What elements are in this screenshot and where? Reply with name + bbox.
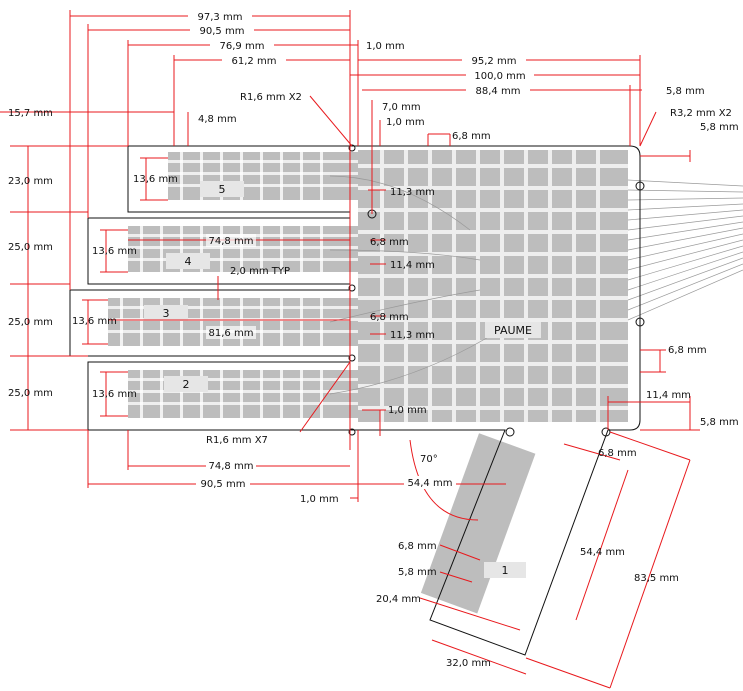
- dim-90-5-top: 90,5 mm: [200, 26, 245, 37]
- dim-radius-1-6-x2: R1,6 mm X2: [240, 92, 302, 103]
- svg-text:2: 2: [183, 378, 190, 391]
- svg-text:4: 4: [185, 255, 192, 268]
- finger-label-3: 3: [144, 305, 188, 321]
- dim-1-0-c: 1,0 mm: [388, 405, 427, 416]
- dim-radius-1-6-x7: R1,6 mm X7: [206, 435, 268, 446]
- palm-label: PAUME: [485, 322, 541, 338]
- svg-text:5: 5: [219, 183, 226, 196]
- dimension-lines: [0, 10, 700, 689]
- dim-5-8-top-right: 5,8 mm: [666, 86, 705, 97]
- dim-6-8-right: 6,8 mm: [668, 345, 707, 356]
- dim-25-0-a: 25,0 mm: [8, 242, 53, 253]
- dim-70-degrees: 70°: [420, 454, 438, 465]
- dim-90-5-bottom: 90,5 mm: [201, 479, 246, 490]
- dim-1-0-b: 1,0 mm: [386, 117, 425, 128]
- dimension-labels: 97,3 mm 90,5 mm 76,9 mm 61,2 mm 1,0 mm 9…: [8, 9, 739, 669]
- dim-11-3-a: 11,3 mm: [390, 187, 435, 198]
- dim-32-0: 32,0 mm: [446, 658, 491, 669]
- svg-text:3: 3: [163, 307, 170, 320]
- svg-text:PAUME: PAUME: [494, 324, 532, 337]
- dim-25-0-c: 25,0 mm: [8, 388, 53, 399]
- dim-1-0-bottom: 1,0 mm: [300, 494, 339, 505]
- dim-76-9: 76,9 mm: [220, 41, 265, 52]
- dim-6-8-b: 6,8 mm: [370, 312, 409, 323]
- dim-1-0-top: 1,0 mm: [366, 41, 405, 52]
- dim-100-0: 100,0 mm: [474, 71, 525, 82]
- sensor-grid: [108, 150, 743, 614]
- dim-20-4: 20,4 mm: [376, 594, 421, 605]
- dim-11-3-b: 11,3 mm: [390, 330, 435, 341]
- finger-label-4: 4: [166, 253, 210, 269]
- dim-2-0-typ: 2,0 mm TYP: [230, 266, 290, 277]
- dim-54-4-b: 54,4 mm: [580, 547, 625, 558]
- dim-74-8-b: 74,8 mm: [209, 461, 254, 472]
- dim-13-6-b: 13,6 mm: [92, 246, 137, 257]
- dim-25-0-b: 25,0 mm: [8, 317, 53, 328]
- dim-83-5: 83,5 mm: [634, 573, 679, 584]
- dim-6-8-top: 6,8 mm: [452, 131, 491, 142]
- dim-15-7: 15,7 mm: [8, 108, 53, 119]
- dim-97-3: 97,3 mm: [198, 12, 243, 23]
- thumb-label: 1: [484, 562, 526, 578]
- finger-label-2: 2: [164, 376, 208, 392]
- dim-88-4: 88,4 mm: [476, 86, 521, 97]
- dim-6-8-a: 6,8 mm: [370, 237, 409, 248]
- dim-23-0: 23,0 mm: [8, 176, 53, 187]
- dim-11-4-right: 11,4 mm: [646, 390, 691, 401]
- dim-11-4-a: 11,4 mm: [390, 260, 435, 271]
- dim-54-4-a: 54,4 mm: [408, 478, 453, 489]
- dim-74-8-a: 74,8 mm: [209, 236, 254, 247]
- dim-61-2: 61,2 mm: [232, 56, 277, 67]
- svg-text:1: 1: [502, 564, 509, 577]
- dim-13-6-a: 13,6 mm: [133, 174, 178, 185]
- dim-95-2: 95,2 mm: [472, 56, 517, 67]
- dim-5-8-right-2: 5,8 mm: [700, 122, 739, 133]
- dim-13-6-d: 13,6 mm: [92, 389, 137, 400]
- dim-6-8-thumb-top: 6,8 mm: [598, 448, 637, 459]
- dim-13-6-c: 13,6 mm: [72, 316, 117, 327]
- thumb-grid: [420, 433, 536, 614]
- dim-81-6: 81,6 mm: [209, 328, 254, 339]
- dim-radius-3-2-x2: R3,2 mm X2: [670, 108, 732, 119]
- dim-6-8-thumb-left: 6,8 mm: [398, 541, 437, 552]
- palm-grid: [358, 150, 628, 422]
- dim-5-8-thumb-left: 5,8 mm: [398, 567, 437, 578]
- finger-label-5: 5: [200, 181, 244, 197]
- dim-5-8-right-3: 5,8 mm: [700, 417, 739, 428]
- dim-7-0: 7,0 mm: [382, 102, 421, 113]
- dim-4-8: 4,8 mm: [198, 114, 237, 125]
